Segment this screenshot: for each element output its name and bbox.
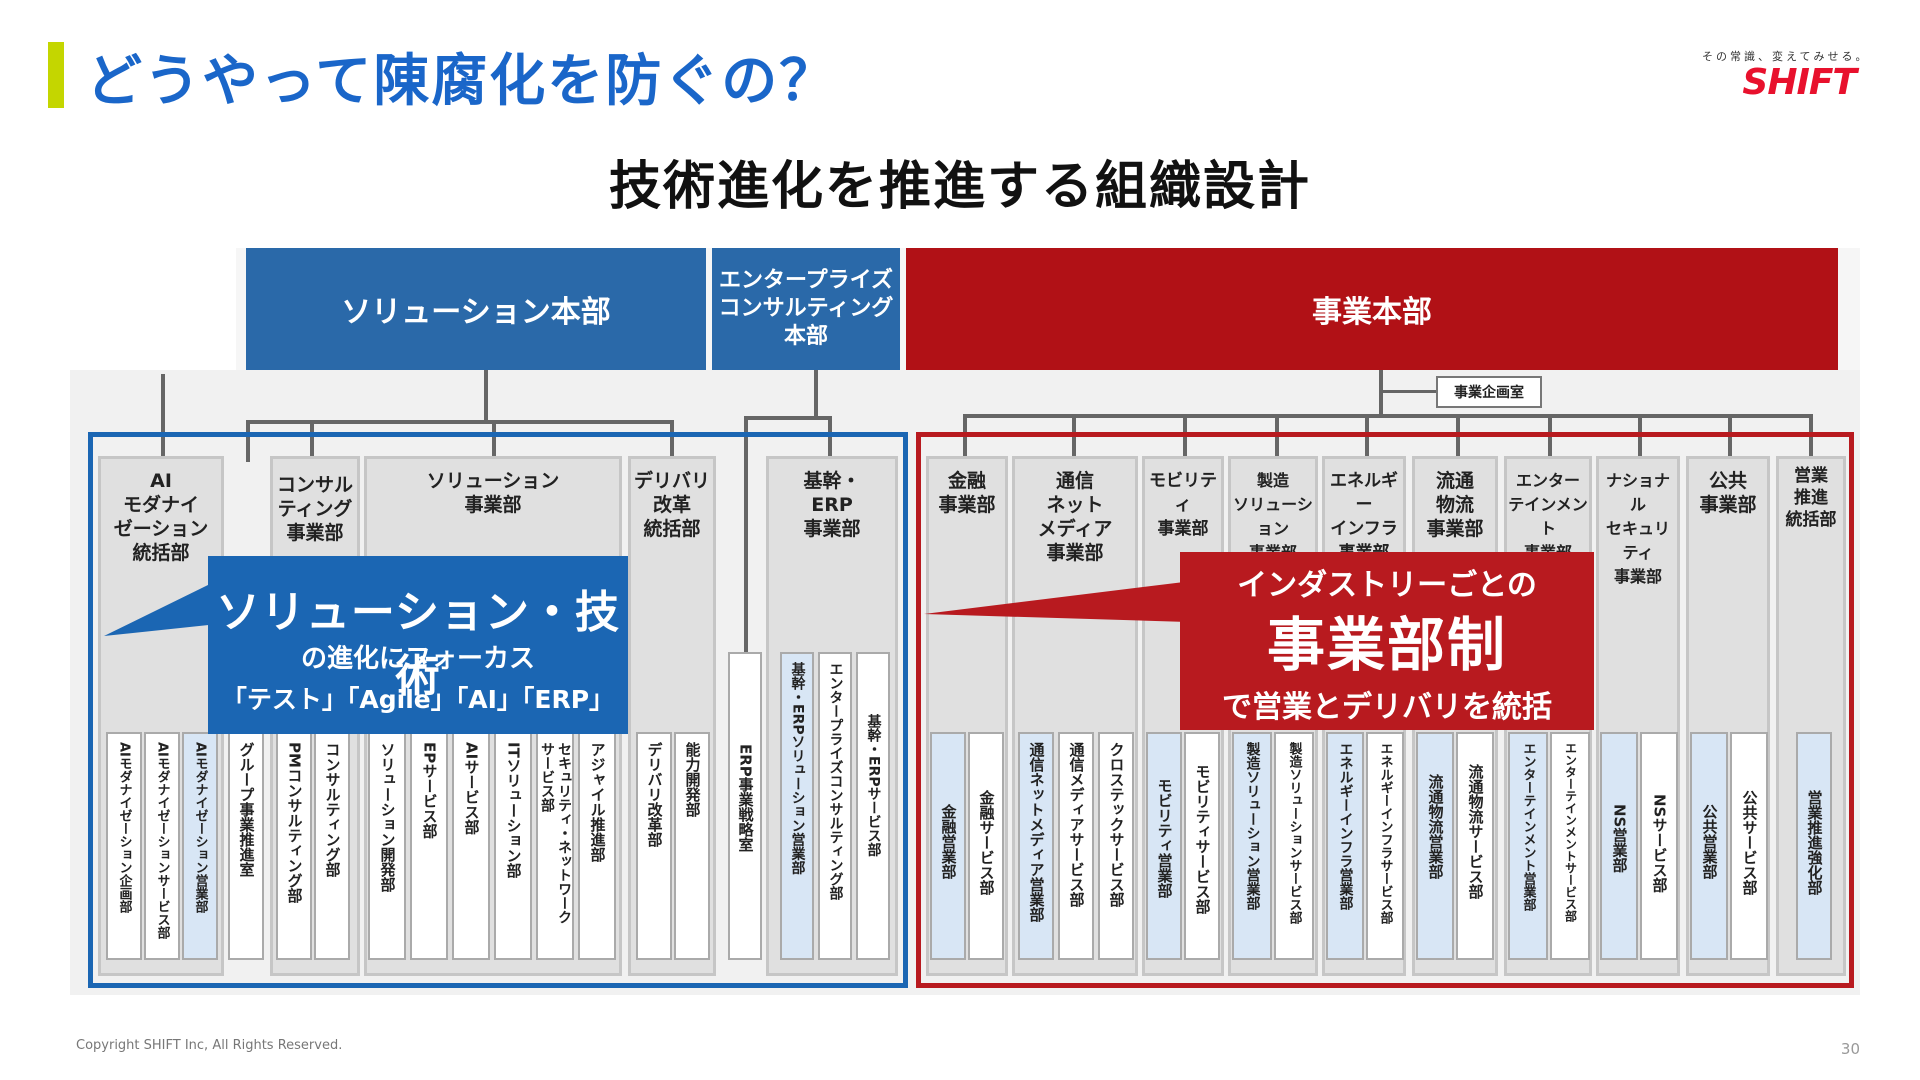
connector-line: [484, 370, 488, 422]
section-group-promotion: グループ事業推進室: [228, 732, 264, 960]
section-public-sales: 公共営業部: [1690, 732, 1728, 960]
division-enterprise: エンタープライズ コンサルティング 本部: [712, 248, 900, 370]
dept-label: エネルギー インフラ 事業部: [1330, 471, 1398, 563]
section-ai-service: AIモダナイゼーションサービス部: [144, 732, 180, 960]
dept-label: 流通 物流 事業部: [1426, 470, 1484, 540]
section-entertainment-sales: エンターテインメント営業部: [1508, 732, 1548, 960]
logo-tagline: その常識、変えてみせる。: [1702, 50, 1870, 63]
section-ai-sales: AIモダナイゼーション営業部: [182, 732, 218, 960]
business-group-frame: [916, 432, 1854, 988]
dept-label: デリバリ 改革 統括部: [633, 470, 710, 540]
section-public-service: 公共サービス部: [1730, 732, 1768, 960]
section-manufacturing-sales: 製造ソリューション営業部: [1232, 732, 1272, 960]
connector-line: [670, 420, 674, 456]
dept-national-security: ナショナル セキュリティ 事業部: [1596, 456, 1680, 976]
section-crosstech: クロステックサービス部: [1098, 732, 1134, 960]
section-ep-service: EPサービス部: [410, 732, 448, 960]
section-mobility-service: モビリティサービス部: [1184, 732, 1220, 960]
section-agile: アジャイル推進部: [578, 732, 616, 960]
section-telecom-sales: 通信ネットメディア営業部: [1018, 732, 1054, 960]
dept-sales-promotion: 営業 推進 統括部: [1776, 456, 1846, 976]
connector-line: [963, 414, 1813, 418]
dept-label: AI モダナイ ゼーション 統括部: [113, 470, 209, 564]
copyright-text: Copyright SHIFT Inc, All Rights Reserved…: [76, 1038, 343, 1053]
section-telecom-service: 通信メディアサービス部: [1058, 732, 1094, 960]
connector-line: [744, 416, 832, 420]
section-ai-planning: AIモダナイゼーション企画部: [106, 732, 142, 960]
section-ns-service: NSサービス部: [1640, 732, 1678, 960]
section-security-network: セキュリティ・ネットワーク サービス部: [536, 732, 574, 960]
slide-title: どうやって陳腐化を防ぐの？: [86, 49, 838, 114]
callout-red-heading: 事業部制: [1266, 611, 1507, 679]
callout-tail-blue: [104, 584, 218, 636]
section-manufacturing-service: 製造ソリューションサービス部: [1274, 732, 1314, 960]
division-solution: ソリューション本部: [246, 248, 706, 370]
connector-line: [744, 416, 748, 652]
callout-blue-keywords: 「テスト」「Agile」「AI」「ERP」: [221, 685, 615, 714]
section-finance-service: 金融サービス部: [968, 732, 1004, 960]
planning-office-box: 事業企画室: [1436, 376, 1542, 408]
dept-label: 基幹・ ERP 事業部: [803, 470, 861, 540]
section-pm-consulting: PMコンサルティング部: [276, 732, 312, 960]
title-accent-bar: [48, 42, 64, 108]
solution-group-frame: [88, 432, 908, 988]
section-logistics-service: 流通物流サービス部: [1456, 732, 1494, 960]
connector-line: [246, 420, 250, 462]
dept-label: ソリューション 事業部: [426, 470, 560, 516]
callout-solution-focus: ソリューション・技術 の進化にフォーカス 「テスト」「Agile」「AI」「ER…: [208, 556, 628, 734]
connector-line: [161, 374, 165, 456]
dept-label: 通信 ネット メディア 事業部: [1037, 470, 1113, 564]
section-finance-sales: 金融営業部: [930, 732, 966, 960]
section-mobility-sales: モビリティ営業部: [1146, 732, 1182, 960]
connector-line: [310, 420, 314, 456]
section-it-solution: ITソリューション部: [494, 732, 532, 960]
dept-label: コンサル ティング 事業部: [276, 474, 353, 544]
section-enterprise-consulting: エンタープライズコンサルティング部: [818, 652, 852, 960]
dept-label: エンター テインメント 事業部: [1508, 471, 1588, 562]
callout-blue-subheading: の進化にフォーカス: [300, 644, 535, 674]
section-erp-sales: 基幹・ERPソリューション営業部: [780, 652, 814, 960]
dept-label: 製造 ソリューション 事業部: [1233, 471, 1313, 562]
connector-line: [814, 370, 818, 418]
section-capability-dev: 能力開発部: [674, 732, 710, 960]
section-ns-sales: NS営業部: [1600, 732, 1638, 960]
section-solution-dev: ソリューション開発部: [368, 732, 406, 960]
connector-line: [492, 420, 496, 456]
section-ai-service: AIサービス部: [452, 732, 490, 960]
section-energy-sales: エネルギーインフラ営業部: [1326, 732, 1364, 960]
dept-label: モビリティ 事業部: [1149, 471, 1217, 539]
callout-red-caption: で営業とデリバリを統括: [1222, 690, 1552, 725]
connector-line: [246, 420, 674, 424]
section-erp-service: 基幹・ERPサービス部: [856, 652, 890, 960]
connector-line: [1381, 390, 1437, 393]
section-consulting: コンサルティング部: [314, 732, 350, 960]
callout-blue-heading: ソリューション・技術: [215, 587, 621, 702]
callout-industry-divisions: インダストリーごとの 事業部制 で営業とデリバリを統括: [1180, 552, 1594, 730]
section-erp-strategy: ERP事業戦略室: [728, 652, 762, 960]
callout-red-lead: インダストリーごとの: [1237, 568, 1537, 603]
section-delivery-reform: デリバリ改革部: [636, 732, 672, 960]
dept-label: 公共 事業部: [1699, 470, 1757, 516]
connector-line: [1379, 370, 1383, 416]
division-business: 事業本部: [906, 248, 1838, 370]
section-energy-service: エネルギーインフラサービス部: [1366, 732, 1404, 960]
dept-label: ナショナル セキュリティ 事業部: [1605, 471, 1670, 586]
shift-logo: SHIFT: [1742, 62, 1857, 103]
page-number: 30: [1840, 1040, 1860, 1058]
section-logistics-sales: 流通物流営業部: [1416, 732, 1454, 960]
dept-label: 金融 事業部: [938, 470, 996, 516]
callout-tail-red: [924, 582, 1188, 622]
diagram-subtitle: 技術進化を推進する組織設計: [608, 157, 1311, 217]
section-sales-promotion: 営業推進強化部: [1796, 732, 1832, 960]
section-entertainment-service: エンターテインメントサービス部: [1550, 732, 1590, 960]
dept-label: 営業 推進 統括部: [1785, 466, 1837, 530]
